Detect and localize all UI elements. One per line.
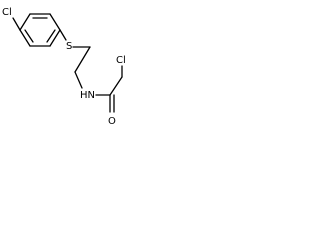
ring-bond-3 (49, 29, 61, 47)
ring-bond-5 (19, 29, 31, 47)
sulfur-label: S (66, 41, 72, 52)
ring-double-bond-3 (24, 29, 34, 43)
carbonyl-ch2-bond (109, 76, 123, 96)
amide-nitrogen-label: HN (80, 90, 95, 101)
ch2-n-bond (74, 71, 83, 89)
alkyl-chlorine-label: Cl (116, 55, 126, 66)
ring-double-bond-2 (46, 29, 56, 43)
ring-bond-2 (49, 13, 61, 31)
structure-drawing: Cl S HN Cl O (2, 7, 126, 127)
ch2-ch2-bond (74, 46, 91, 73)
ring-bond-6 (19, 13, 31, 31)
aryl-chlorine-label: Cl (2, 7, 12, 18)
benzene-ring (19, 13, 61, 47)
aryl-cl-bond (12, 17, 21, 31)
ring-s-bond (59, 29, 67, 41)
carbonyl-oxygen-label: O (108, 116, 116, 127)
chemical-structure-diagram: Cl S HN Cl O (0, 0, 142, 132)
